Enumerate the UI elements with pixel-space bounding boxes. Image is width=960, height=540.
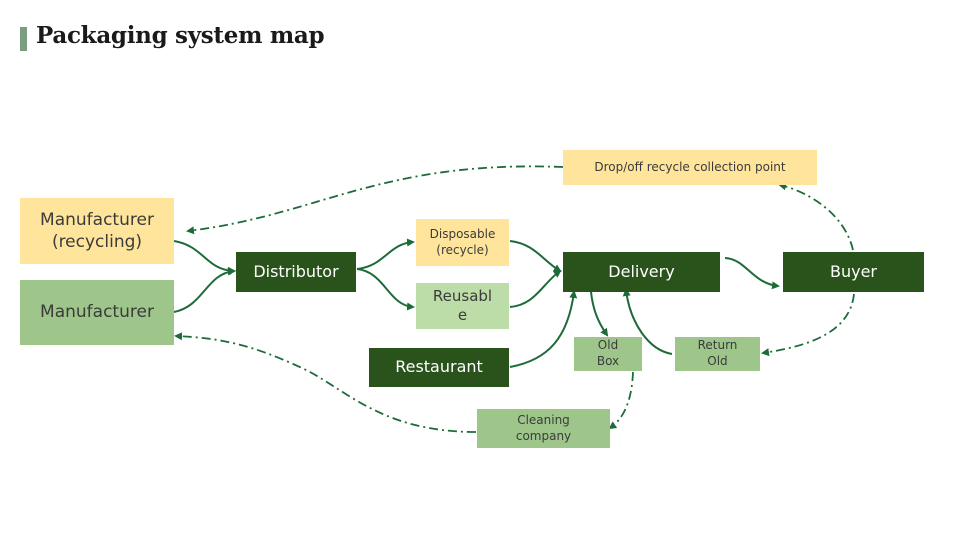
distributor-node: Distributor	[236, 252, 356, 292]
manufacturer-recycling-node: Manufacturer (recycling)	[20, 198, 174, 264]
edge-return-old-to-delivery	[622, 288, 673, 355]
restaurant-node: Restaurant	[369, 348, 509, 387]
edge-delivery-to-buyer	[724, 257, 780, 290]
manufacturer-node: Manufacturer	[20, 280, 174, 345]
edge-restaurant-to-delivery	[509, 290, 578, 368]
buyer-node: Buyer	[783, 252, 924, 292]
cleaning-company-node: Cleaning company	[477, 409, 610, 448]
dropoff-collection-point-node: Drop/off recycle collection point	[563, 150, 817, 185]
edge-buyer-to-dropoff	[778, 182, 854, 251]
edge-old-box-to-cleaning	[608, 371, 634, 430]
reusable-node: Reusabl e	[416, 283, 509, 329]
old-box-node: Old Box	[574, 337, 642, 371]
page-title: Packaging system map	[36, 22, 325, 49]
edge-manufacturer-to-distributor	[173, 267, 236, 313]
delivery-node: Delivery	[563, 252, 720, 292]
edge-distributor-to-reusable	[356, 268, 415, 311]
title-accent-bar	[20, 27, 27, 51]
edge-reusable-to-delivery	[509, 269, 562, 308]
edge-distributor-to-disposable	[356, 238, 415, 270]
edge-delivery-to-old-box	[590, 291, 609, 337]
return-old-node: Return Old	[675, 337, 760, 371]
edge-disposable-to-delivery	[509, 240, 562, 273]
edge-buyer-to-return-old	[761, 293, 855, 357]
disposable-node: Disposable (recycle)	[416, 219, 509, 266]
edge-manufacturer-recycling-to-distributor	[173, 240, 236, 275]
